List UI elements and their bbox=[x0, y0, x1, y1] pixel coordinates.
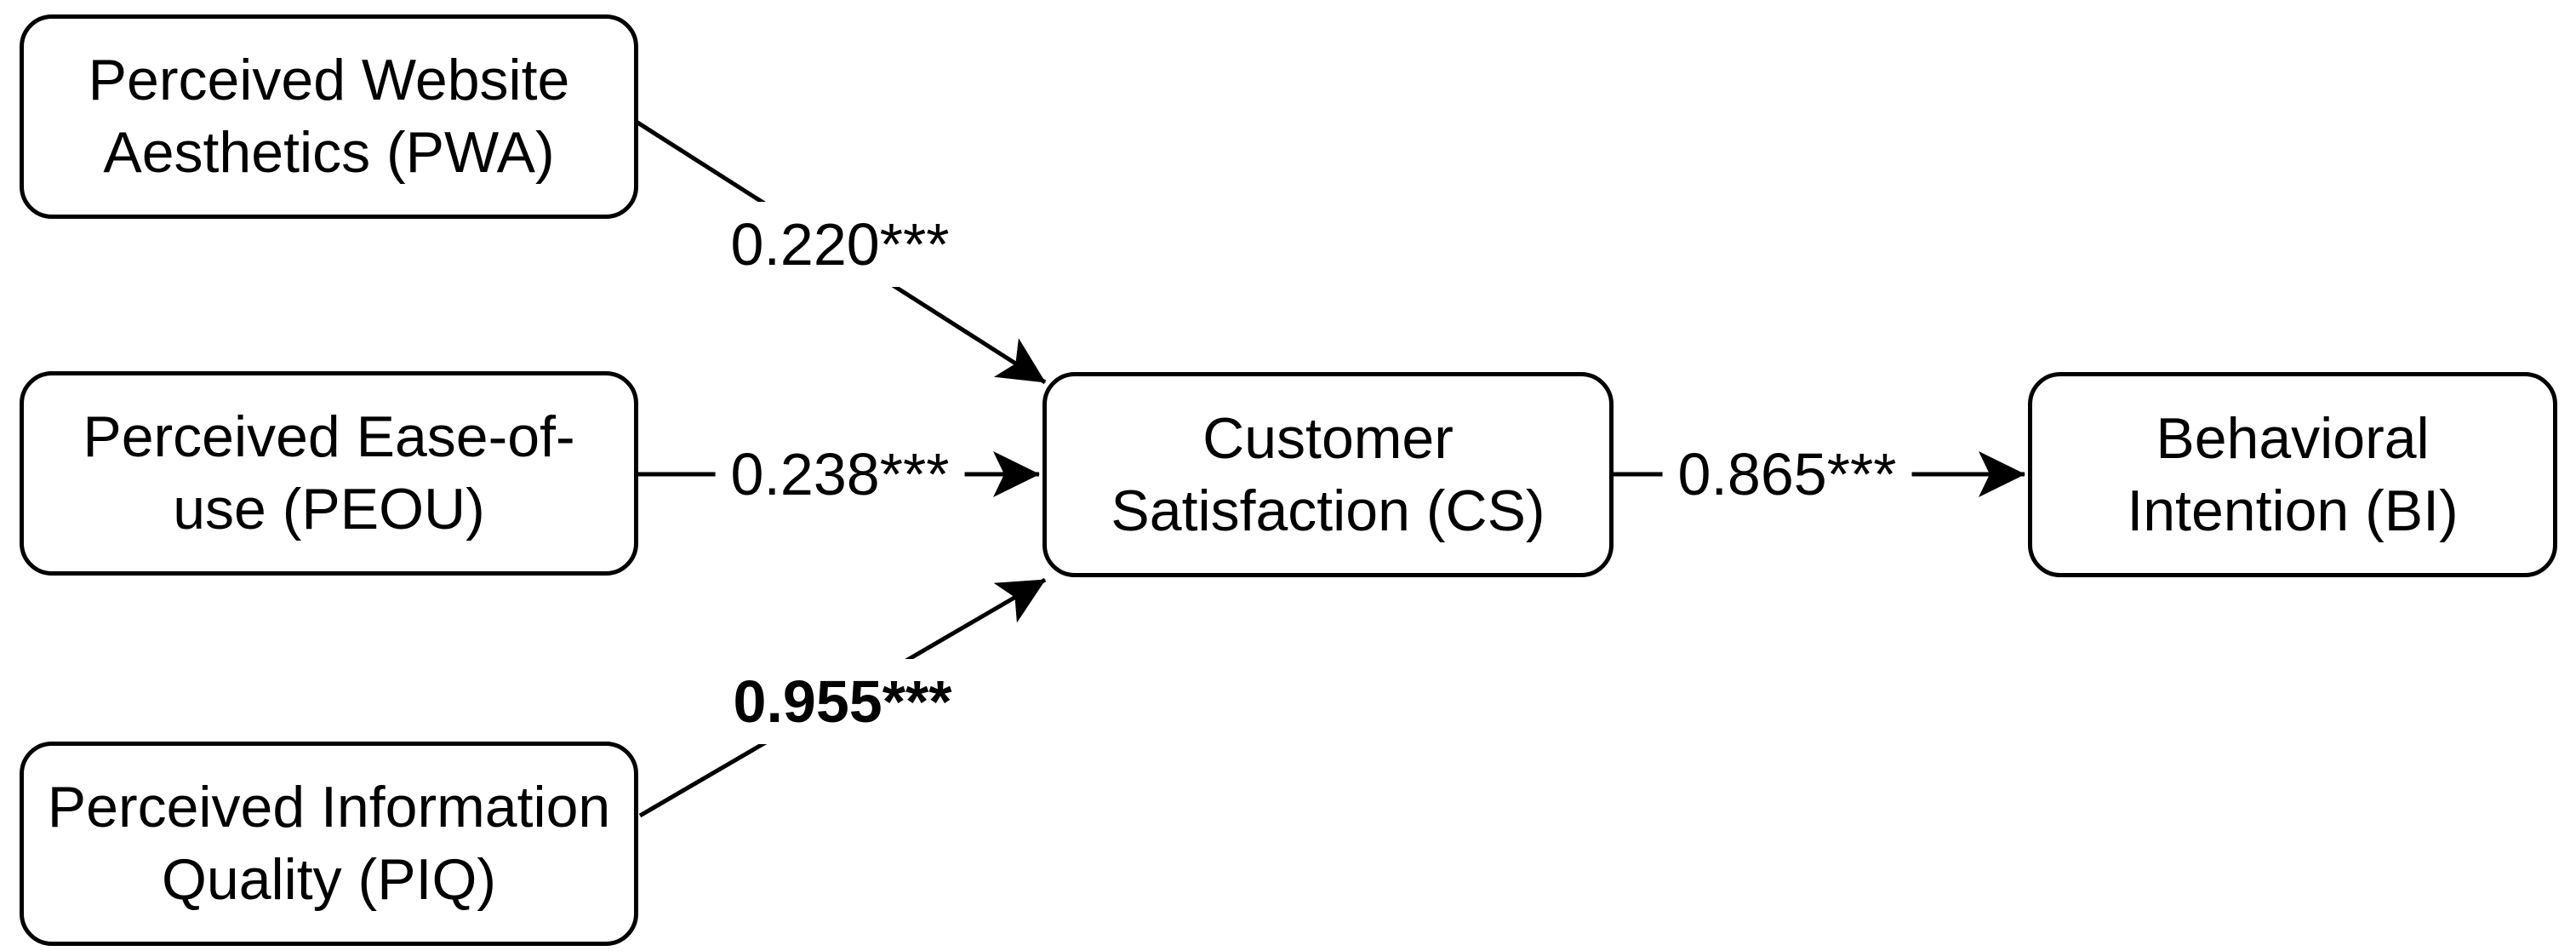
node-label-line: Customer bbox=[1202, 405, 1454, 471]
node-customer-satisfaction: Customer Satisfaction (CS) bbox=[1042, 372, 1614, 577]
node-label-line: Quality (PIQ) bbox=[162, 847, 496, 912]
node-perceived-ease-of-use: Perceived Ease-of- use (PEOU) bbox=[20, 371, 638, 576]
node-label-line: Perceived Information bbox=[47, 775, 611, 839]
path-coefficient-piq-cs: 0.955*** bbox=[717, 659, 968, 744]
node-behavioral-intention: Behavioral Intention (BI) bbox=[2028, 372, 2557, 577]
path-coefficient-peou-cs: 0.238*** bbox=[715, 432, 965, 517]
node-label-line: Behavioral bbox=[2156, 405, 2430, 471]
node-perceived-information-quality: Perceived Information Quality (PIQ) bbox=[20, 742, 638, 946]
path-coefficient-cs-bi: 0.865*** bbox=[1662, 432, 1912, 517]
node-label-line: Perceived Website bbox=[88, 48, 570, 112]
path-coefficient-pwa-cs: 0.220*** bbox=[715, 202, 965, 287]
node-label-line: Aesthetics (PWA) bbox=[103, 120, 555, 185]
node-perceived-website-aesthetics: Perceived Website Aesthetics (PWA) bbox=[20, 14, 638, 219]
node-label-line: Perceived Ease-of- bbox=[83, 404, 575, 469]
node-label-line: use (PEOU) bbox=[173, 477, 485, 541]
node-label-line: Satisfaction (CS) bbox=[1111, 478, 1545, 543]
node-label-line: Intention (BI) bbox=[2127, 478, 2459, 543]
